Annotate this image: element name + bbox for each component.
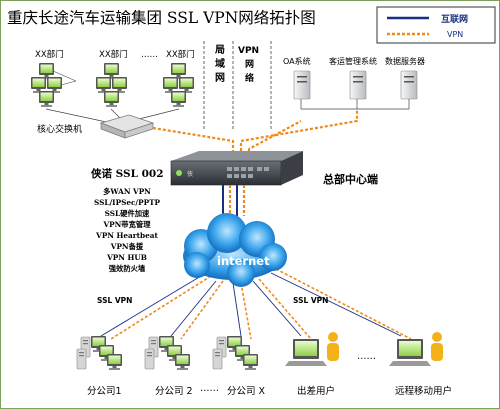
device-cloud-links — [222, 185, 246, 216]
hq-label: 总部中心端 — [323, 172, 378, 186]
zone-vpn-text: VPN — [238, 46, 259, 56]
legend-vpn-label: VPN — [447, 30, 463, 39]
branch-label-1: 分公司1 — [87, 386, 122, 397]
server-data-icon — [400, 70, 418, 100]
core-switch-label: 核心交换机 — [37, 123, 82, 135]
feature-item: VPN HUB — [106, 253, 147, 262]
link-dept1-switch — [45, 108, 112, 124]
device-badge: 侠 — [187, 170, 193, 178]
branch-cluster-1 — [76, 336, 122, 370]
internet-cloud-icon — [183, 213, 287, 287]
zone-vpn-char-1: 网 — [245, 59, 254, 70]
zone-lan-char-2: 域 — [215, 57, 225, 70]
core-switch-icon — [99, 114, 155, 139]
zone-lan-label: 局 域 网 — [214, 44, 225, 84]
remote-user-label: 远程移动用户 — [395, 385, 452, 397]
feature-item: VPN备援 — [110, 242, 144, 251]
travel-user-laptop-icon — [285, 339, 327, 366]
branch-cluster-2 — [144, 336, 190, 370]
branch-ellipsis: …… — [200, 383, 219, 394]
server-transport-icon — [349, 70, 367, 100]
feature-item: SSL/IPSec/PPTP — [94, 198, 160, 207]
feature-item: 多WAN VPN — [103, 187, 151, 196]
legend: 互联网 VPN — [376, 6, 496, 44]
branch-cluster-x — [212, 336, 258, 370]
ssl-vpn-label-right: SSL VPN — [293, 296, 328, 305]
department-cluster-1 — [31, 63, 77, 107]
department-cluster-2 — [96, 63, 127, 107]
server-label-oa: OA系统 — [283, 56, 311, 66]
department-cluster-3 — [163, 63, 194, 107]
server-oa-icon — [293, 70, 311, 100]
department-ellipsis: …… — [141, 50, 158, 60]
branch-label-x: 分公司 X — [227, 386, 266, 397]
ssl-vpn-label-left: SSL VPN — [97, 296, 132, 305]
feature-item: VPN Heartbeat — [95, 231, 158, 240]
diagram-title: 重庆长途汽车运输集团 SSL VPN网络拓扑图 — [7, 9, 316, 27]
device-name: 侠诺 SSL 002 — [91, 167, 164, 180]
ssl-vpn-device: 侠 — [170, 151, 303, 186]
department-label-2: XX部门 — [99, 49, 128, 60]
department-label-3: XX部门 — [166, 49, 195, 60]
zone-lan-char-3: 网 — [215, 72, 225, 84]
link-dept2-switch — [110, 108, 122, 120]
branch-links — [100, 268, 412, 340]
zone-lan-char-1: 局 — [214, 44, 225, 56]
travel-user-person-icon — [327, 332, 339, 361]
travel-user-label: 出差用户 — [297, 385, 335, 397]
server-label-transport: 客运管理系统 — [329, 56, 377, 66]
legend-internet-label: 互联网 — [441, 13, 468, 25]
feature-item: VPN带宽管理 — [102, 220, 151, 229]
feature-list: 多WAN VPN SSL/IPSec/PPTP SSL硬件加速 VPN带宽管理 … — [94, 187, 160, 273]
feature-item: 强效防火墙 — [109, 264, 146, 273]
remote-user-laptop-icon — [389, 339, 431, 366]
branch-label-2: 分公司 2 — [155, 386, 193, 397]
department-label-1: XX部门 — [35, 49, 64, 60]
zone-vpn-label: VPN 网 络 — [238, 46, 259, 84]
users-ellipsis: …… — [357, 351, 376, 362]
cloud-label: internet — [217, 254, 270, 268]
remote-user-person-icon — [431, 332, 443, 361]
feature-item: SSL硬件加速 — [105, 209, 150, 218]
server-label-data: 数据服务器 — [385, 56, 425, 66]
zone-vpn-char-2: 络 — [245, 72, 254, 84]
